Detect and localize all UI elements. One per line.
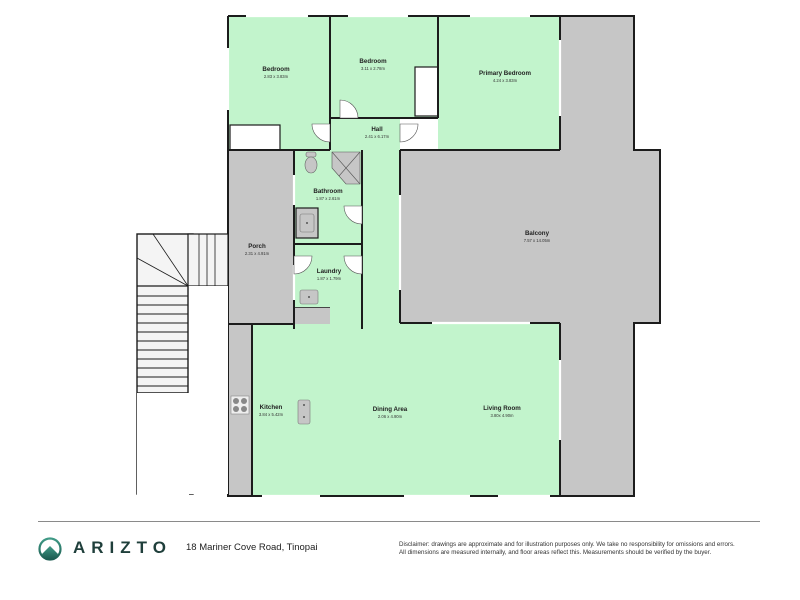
windows (226, 14, 562, 498)
bathroom-vanity-icon (295, 207, 319, 239)
room-label-bedroom-2: Bedroom 3.11 x 2.78m (359, 58, 387, 71)
shower-icon (331, 151, 361, 185)
floor-plan-drawing (136, 14, 661, 498)
toilet-icon (304, 151, 318, 174)
laundry-tub-icon (299, 289, 319, 305)
room-label-hall: Hall 2.41 x 6.17m (364, 126, 390, 139)
room-label-porch: Porch 2.31 x 4.91m (244, 243, 270, 256)
cooktop-icon (230, 395, 250, 415)
disclaimer-line-1: Disclaimer: drawings are approximate and… (399, 541, 735, 548)
room-label-balcony: Balcony 7.57 x 14.05m (523, 230, 551, 243)
doors (293, 99, 419, 275)
room-label-laundry: Laundry 1.87 x 1.79m (316, 268, 342, 281)
room-label-bathroom: Bathroom 1.87 x 2.61m (313, 188, 343, 201)
kitchen-sink-icon (297, 399, 311, 425)
porch-area (228, 150, 294, 324)
room-label-living-room: Living Room 3.80x 4.90m (483, 405, 521, 418)
arizto-logo-icon (38, 537, 62, 561)
footer-divider (38, 521, 760, 522)
room-label-dining-area: Dining Area 2.06 x 4.90m (372, 406, 408, 419)
brand-name: ARIZTO (73, 538, 172, 557)
floor-plan: Bedroom 2.83 x 3.83m Bedroom 3.11 x 2.78… (136, 14, 661, 498)
disclaimer-line-2: All dimensions are measured internally, … (399, 549, 712, 557)
disclaimer: Disclaimer: drawings are approximate and… (399, 541, 779, 558)
balcony-area (400, 16, 660, 496)
room-label-kitchen: Kitchen 3.84 x 5.42m (258, 404, 284, 417)
property-address: 18 Mariner Cove Road, Tinopai (186, 542, 318, 553)
room-label-primary-bedroom: Primary Bedroom 4.24 x 3.83m (479, 70, 531, 83)
room-label-bedroom-1: Bedroom 2.83 x 3.83m (262, 66, 290, 79)
